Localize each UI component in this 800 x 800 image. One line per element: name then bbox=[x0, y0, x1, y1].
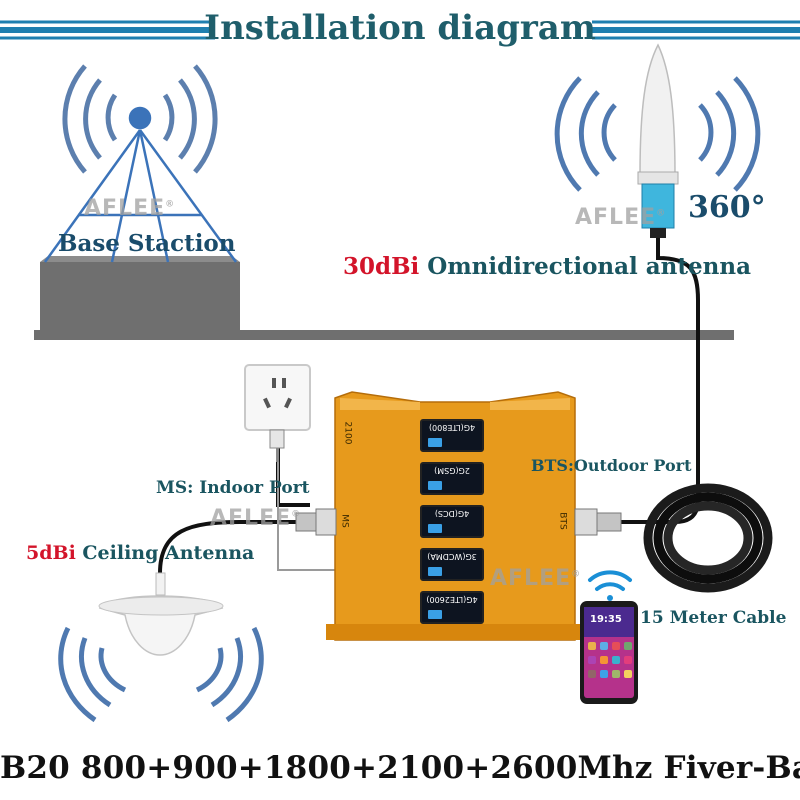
wifi-icon bbox=[590, 572, 630, 601]
bottom-band-text: B20 800+900+1800+2100+2600Mhz Fiver-Band bbox=[0, 750, 800, 786]
ceiling-label: Ceiling Antenna bbox=[82, 542, 254, 564]
lcd-band-3: 4G(DCS) bbox=[420, 505, 484, 538]
ceiling-gain: 5dBi bbox=[26, 542, 76, 564]
watermark-unit: AFLEE® bbox=[490, 566, 581, 591]
lcd-band-3-label: 4G(DCS) bbox=[424, 509, 480, 518]
watermark-unit-text: AFLEE bbox=[490, 566, 571, 591]
lcd-band-4: 3G(WCDMA) bbox=[420, 548, 484, 581]
ceiling-antenna bbox=[99, 573, 223, 655]
ms-port-label: MS: Indoor Port bbox=[156, 478, 310, 498]
unit-top-label: 2100 bbox=[342, 422, 352, 445]
unit-ms-label: MS bbox=[340, 514, 350, 527]
watermark-base-text: AFLEE bbox=[84, 196, 165, 221]
watermark-left: AFLEE® bbox=[210, 506, 301, 531]
lcd-band-2-label: 2G(GSM) bbox=[424, 466, 480, 475]
omni-label: Omnidirectional antenna bbox=[427, 253, 751, 280]
lcd-band-1: 4G(LTE800) bbox=[420, 419, 484, 452]
cable-coil bbox=[648, 488, 768, 588]
unit-bts-label: BTS bbox=[558, 512, 568, 529]
power-outlet bbox=[245, 365, 340, 570]
omni-gain: 30dBi bbox=[343, 253, 419, 280]
watermark-left-text: AFLEE bbox=[210, 506, 291, 531]
watermark-antenna-text: AFLEE bbox=[575, 205, 656, 230]
antenna-angle: 360° bbox=[688, 190, 766, 225]
watermark-antenna: AFLEE® bbox=[575, 205, 666, 230]
watermark-base: AFLEE® bbox=[84, 196, 175, 221]
bts-port-label: BTS:Outdoor Port bbox=[531, 456, 691, 475]
lcd-band-5: 4G(LTE2600) bbox=[420, 591, 484, 624]
lcd-band-5-label: 4G(LTE2600) bbox=[424, 595, 480, 604]
cable-label: 15 Meter Cable bbox=[640, 608, 786, 628]
phone-time: 19:35 bbox=[590, 614, 622, 625]
lcd-band-1-label: 4G(LTE800) bbox=[424, 423, 480, 432]
lcd-band-4-label: 3G(WCDMA) bbox=[424, 552, 480, 561]
ceiling-antenna-caption: 5dBi Ceiling Antenna bbox=[26, 542, 254, 564]
diagram-title: Installation diagram bbox=[0, 8, 800, 48]
lcd-band-2: 2G(GSM) bbox=[420, 462, 484, 495]
base-station-label: Base Staction bbox=[58, 230, 236, 257]
omni-antenna-caption: 30dBi Omnidirectional antenna bbox=[343, 253, 751, 280]
